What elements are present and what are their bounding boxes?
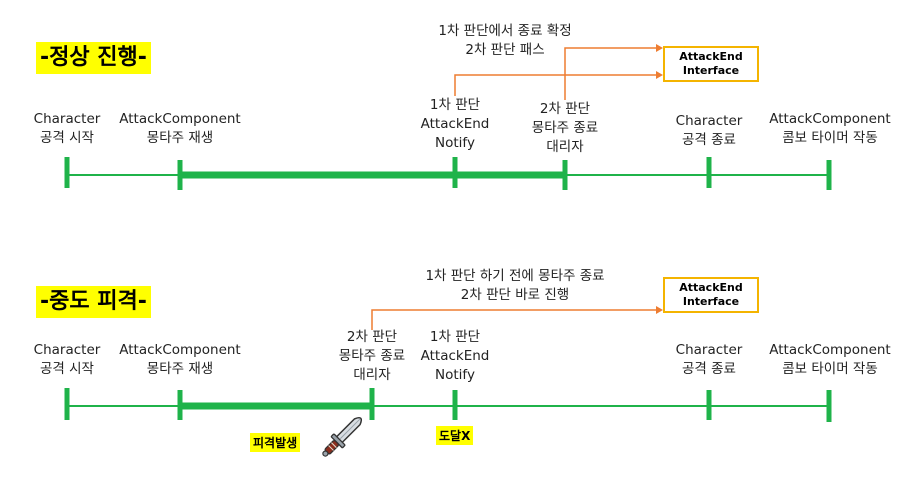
bottom-interface-box: AttackEnd Interface xyxy=(663,277,759,313)
top-label-char-start: Character 공격 시작 xyxy=(33,111,101,146)
top-arrowhead-2 xyxy=(656,71,663,79)
bottom-arrowhead xyxy=(656,306,663,314)
bottom-label-char-start: Character 공격 시작 xyxy=(33,342,101,377)
bottom-note: 1차 판단 하기 전에 몽타주 종료 2차 판단 바로 진행 xyxy=(425,268,605,303)
top-arrow-first-check xyxy=(454,74,656,96)
top-arrowhead-1 xyxy=(656,44,663,52)
top-label-first-check: 1차 판단 AttackEnd Notify xyxy=(420,97,490,151)
top-label-combo-timer: AttackComponent 콤보 타이머 작동 xyxy=(769,111,891,146)
bottom-label-first-check: 1차 판단 AttackEnd Notify xyxy=(420,329,490,383)
top-label-montage-play: AttackComponent 몽타주 재생 xyxy=(119,111,241,146)
bottom-label-second-check: 2차 판단 몽타주 종료 대리자 xyxy=(338,329,406,383)
bottom-arrow-second-check xyxy=(371,309,656,330)
hit-occurred-label: 피격발생 xyxy=(250,433,301,452)
top-heading: -정상 진행- xyxy=(36,42,151,74)
bottom-label-montage-play: AttackComponent 몽타주 재생 xyxy=(119,342,241,377)
not-reached-label: 도달X xyxy=(436,426,474,445)
top-label-second-check: 2차 판단 몽타주 종료 대리자 xyxy=(531,101,599,155)
top-arrow-second-check xyxy=(564,47,656,100)
knife-icon xyxy=(322,416,363,457)
bottom-label-combo-timer: AttackComponent 콤보 타이머 작동 xyxy=(769,342,891,377)
bottom-heading: -중도 피격- xyxy=(36,286,151,318)
top-label-char-end: Character 공격 종료 xyxy=(675,113,743,148)
bottom-label-char-end: Character 공격 종료 xyxy=(675,342,743,377)
top-note: 1차 판단에서 종료 확정 2차 판단 패스 xyxy=(438,23,572,58)
top-interface-box: AttackEnd Interface xyxy=(663,46,759,82)
